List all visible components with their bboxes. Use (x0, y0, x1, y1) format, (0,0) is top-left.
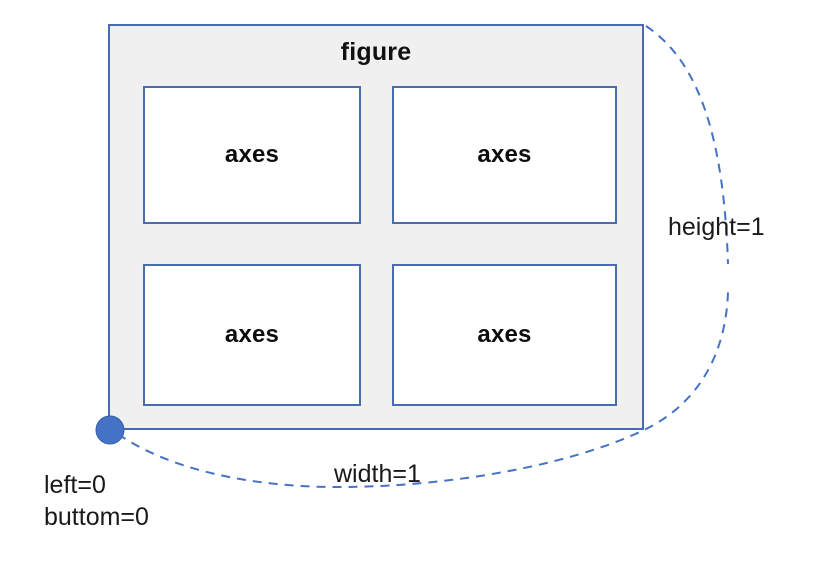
axes-label: axes (224, 141, 280, 168)
axes-box-bottom-right: axes (392, 264, 617, 406)
bottom-annotation-label: buttom=0 (44, 503, 149, 531)
axes-label: axes (477, 141, 532, 168)
axes-box-top-right: axes (392, 86, 617, 224)
width-annotation-label: width=1 (334, 460, 421, 488)
axes-grid: axes axes axes axes (143, 86, 617, 406)
axes-label: axes (477, 321, 532, 348)
origin-annotation-label: left=0 buttom=0 (44, 469, 149, 533)
figure-box: figure axes axes axes axes (108, 24, 644, 430)
axes-label: axes (224, 321, 280, 348)
axes-box-bottom-left: axes (143, 264, 361, 406)
left-annotation-label: left=0 (44, 471, 106, 499)
height-annotation-label: height=1 (668, 213, 765, 241)
figure-title: figure (340, 38, 412, 66)
axes-box-top-left: axes (143, 86, 361, 224)
